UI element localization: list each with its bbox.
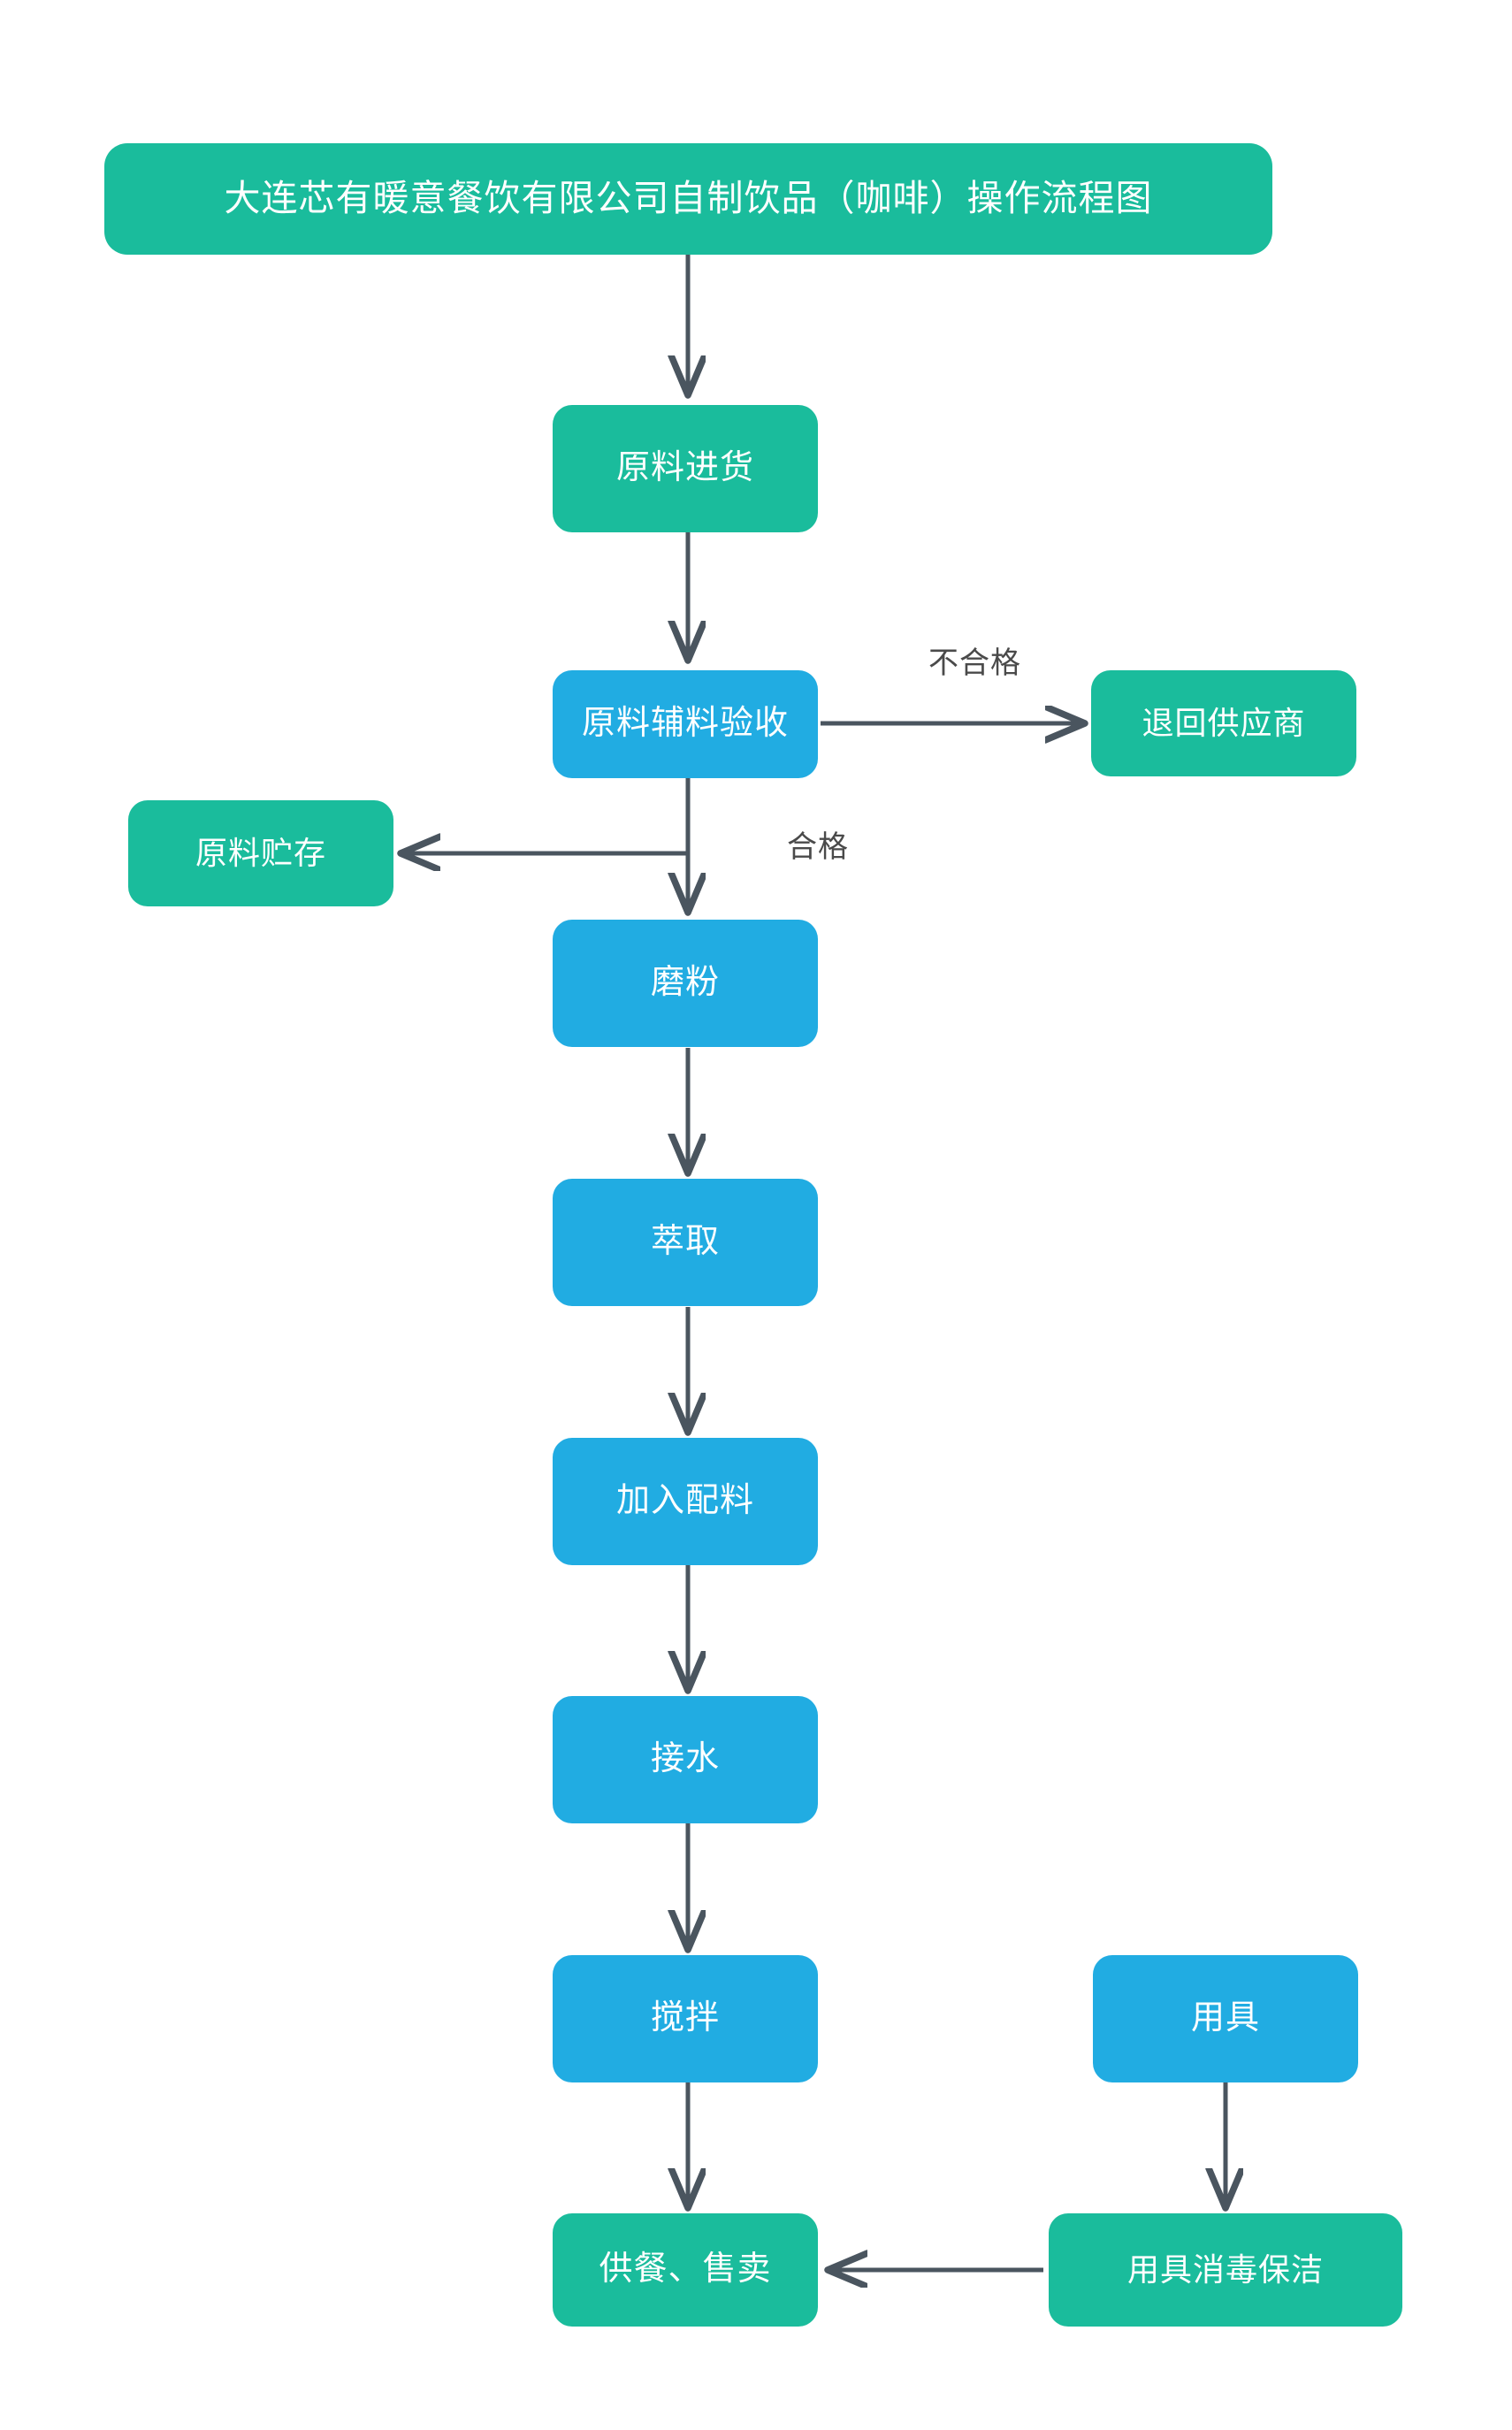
node-return-to-supplier[interactable]: 退回供应商 (1091, 670, 1356, 776)
node-add-water[interactable]: 接水 (553, 1696, 818, 1823)
node-title[interactable]: 大连芯有暖意餐饮有限公司自制饮品（咖啡）操作流程图 (104, 143, 1272, 255)
node-inspection[interactable]: 原料辅料验收 (553, 670, 818, 778)
node-serving-and-selling[interactable]: 供餐、售卖 (553, 2213, 818, 2327)
node-purchase[interactable]: 原料进货 (553, 405, 818, 532)
edge-inspection-to-storage (402, 778, 691, 853)
node-material-storage[interactable]: 原料贮存 (128, 800, 393, 906)
edge-label-qualified: 合格 (787, 830, 849, 864)
node-grinding[interactable]: 磨粉 (553, 920, 818, 1047)
node-add-ingredients[interactable]: 加入配料 (553, 1438, 818, 1565)
node-extraction[interactable]: 萃取 (553, 1179, 818, 1306)
node-utensil-disinfection[interactable]: 用具消毒保洁 (1049, 2213, 1402, 2327)
node-utensils[interactable]: 用具 (1093, 1955, 1358, 2082)
edge-label-unqualified: 不合格 (928, 646, 1021, 680)
node-stirring[interactable]: 搅拌 (553, 1955, 818, 2082)
